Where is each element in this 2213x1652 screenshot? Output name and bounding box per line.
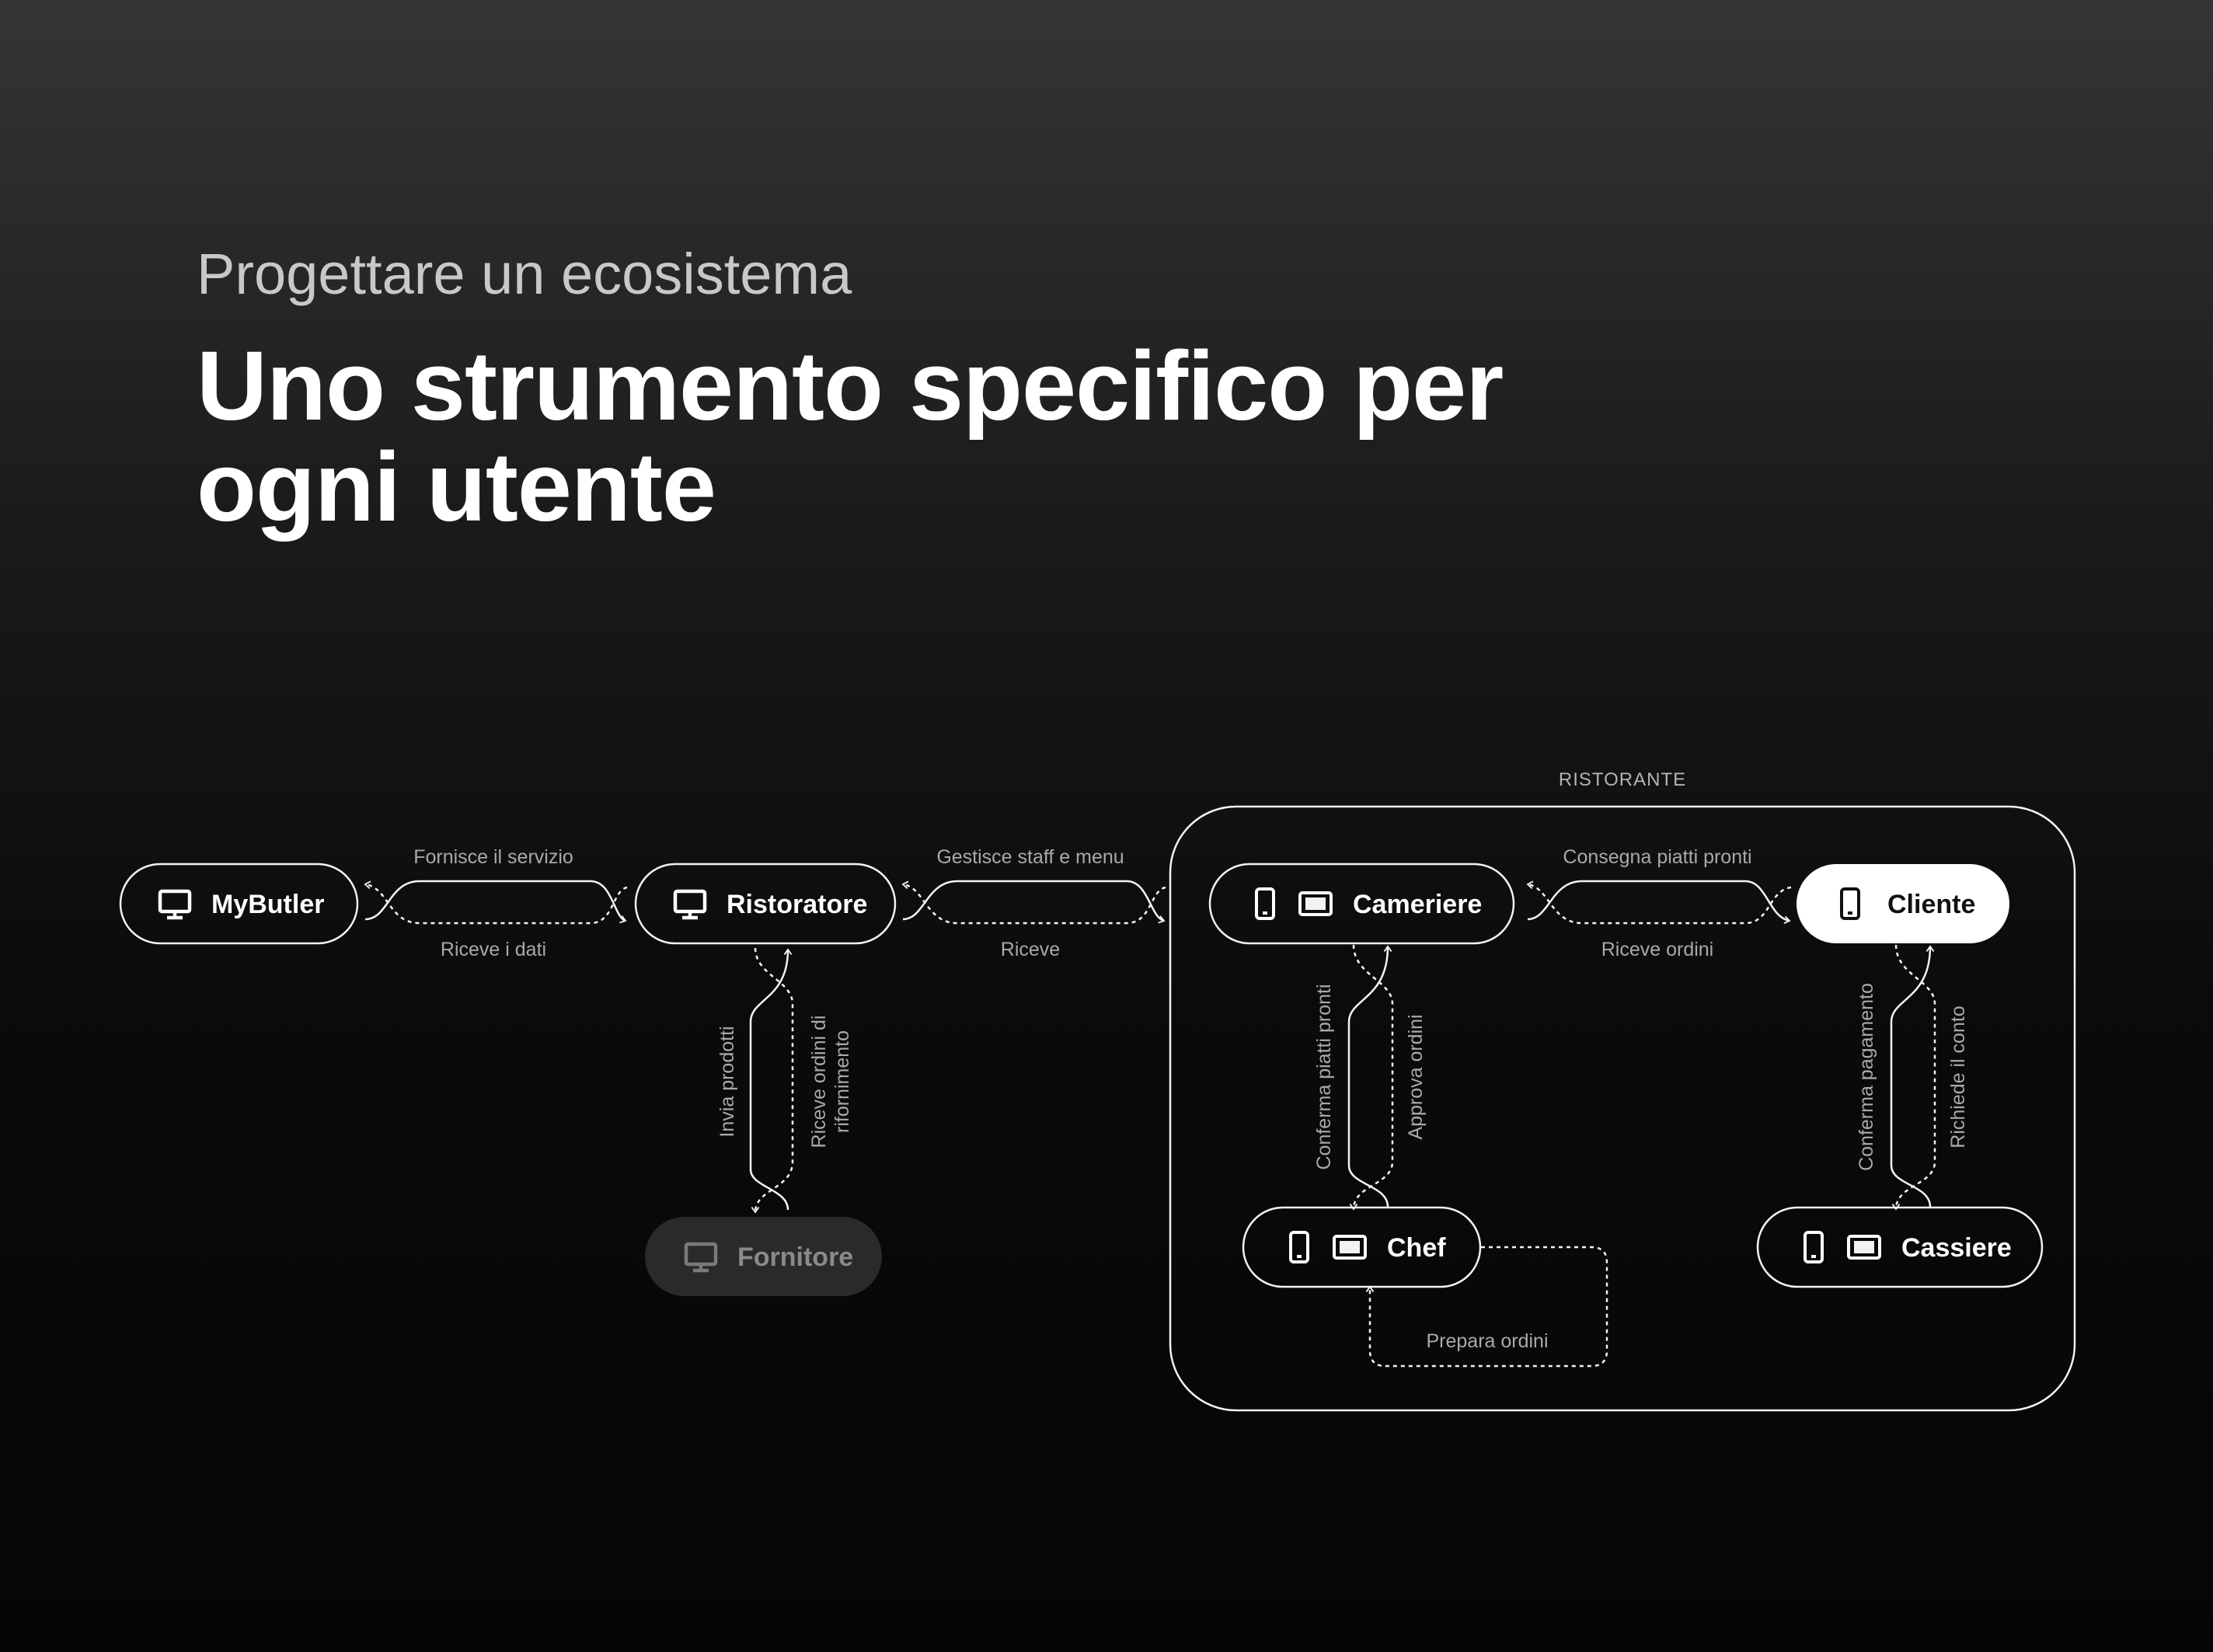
ristorante-group-frame — [1169, 805, 2076, 1412]
label-consegna-piatti-pronti: Consegna piatti pronti — [1563, 846, 1751, 868]
edge-ristoratore-fornitore: Invia prodotti Riceve ordini di rifornim… — [716, 947, 853, 1214]
label-riceve-ordini: Riceve ordini — [1601, 939, 1714, 960]
label-conferma-piatti-pronti: Conferma piatti pronti — [1313, 984, 1335, 1169]
kicker-subtitle: Progettare un ecosistema — [197, 242, 852, 306]
phone-icon — [1255, 887, 1275, 920]
tablet-icon — [1298, 891, 1333, 916]
label-rifornimento: rifornimento — [831, 1030, 853, 1133]
node-label-fornitore: Fornitore — [737, 1242, 853, 1272]
node-cameriere[interactable]: Cameriere — [1208, 863, 1515, 945]
page-title: Uno strumento specifico per ogni utente — [197, 331, 1504, 542]
phone-icon — [1289, 1231, 1309, 1263]
label-prepara-ordini: Prepara ordini — [1426, 1330, 1548, 1352]
node-chef[interactable]: Chef — [1242, 1206, 1482, 1288]
edge-cameriere-cliente: Consegna piatti pronti Riceve ordini — [1526, 846, 1792, 960]
node-label-cassiere: Cassiere — [1901, 1233, 2012, 1263]
label-gestisce-staff-e-menu: Gestisce staff e menu — [936, 846, 1124, 868]
edge-cameriere-chef: Conferma piatti pronti Approva ordini — [1313, 944, 1427, 1211]
edge-cliente-cassiere: Conferma pagamento Richiede il conto — [1856, 944, 1969, 1211]
node-label-mybutler: MyButler — [211, 890, 324, 919]
label-riceve-ordini-di: Riceve ordini di — [808, 1016, 830, 1148]
label-richiede-il-conto: Richiede il conto — [1947, 1005, 1969, 1148]
node-label-ristoratore: Ristoratore — [727, 890, 867, 919]
label-conferma-pagamento: Conferma pagamento — [1856, 983, 1877, 1171]
node-label-cameriere: Cameriere — [1353, 890, 1482, 919]
edge-chef-loop: Prepara ordini — [1365, 1246, 1608, 1368]
label-invia-prodotti: Invia prodotti — [716, 1026, 738, 1137]
group-label-ristorante: RISTORANTE — [1559, 769, 1686, 790]
phone-icon — [1804, 1231, 1824, 1263]
edge-mybutler-ristoratore: Fornisce il servizio Riceve i dati — [364, 846, 628, 960]
monitor-icon — [160, 891, 190, 918]
edge-ristoratore-ristorante: Gestisce staff e menu Riceve — [901, 846, 1166, 960]
node-cliente[interactable]: Cliente — [1797, 864, 2009, 943]
monitor-icon — [675, 891, 705, 918]
node-ristoratore[interactable]: Ristoratore — [634, 863, 897, 945]
label-riceve-i-dati: Riceve i dati — [441, 939, 546, 960]
tablet-icon — [1333, 1235, 1367, 1260]
label-fornisce-il-servizio: Fornisce il servizio — [413, 846, 573, 868]
tablet-icon — [1847, 1235, 1881, 1260]
node-fornitore[interactable]: Fornitore — [645, 1217, 882, 1296]
node-cassiere[interactable]: Cassiere — [1756, 1206, 2044, 1288]
label-approva-ordini: Approva ordini — [1405, 1014, 1427, 1139]
node-label-chef: Chef — [1387, 1233, 1446, 1263]
label-riceve: Riceve — [1001, 939, 1060, 960]
node-label-cliente: Cliente — [1887, 890, 1975, 919]
node-mybutler[interactable]: MyButler — [119, 863, 359, 945]
